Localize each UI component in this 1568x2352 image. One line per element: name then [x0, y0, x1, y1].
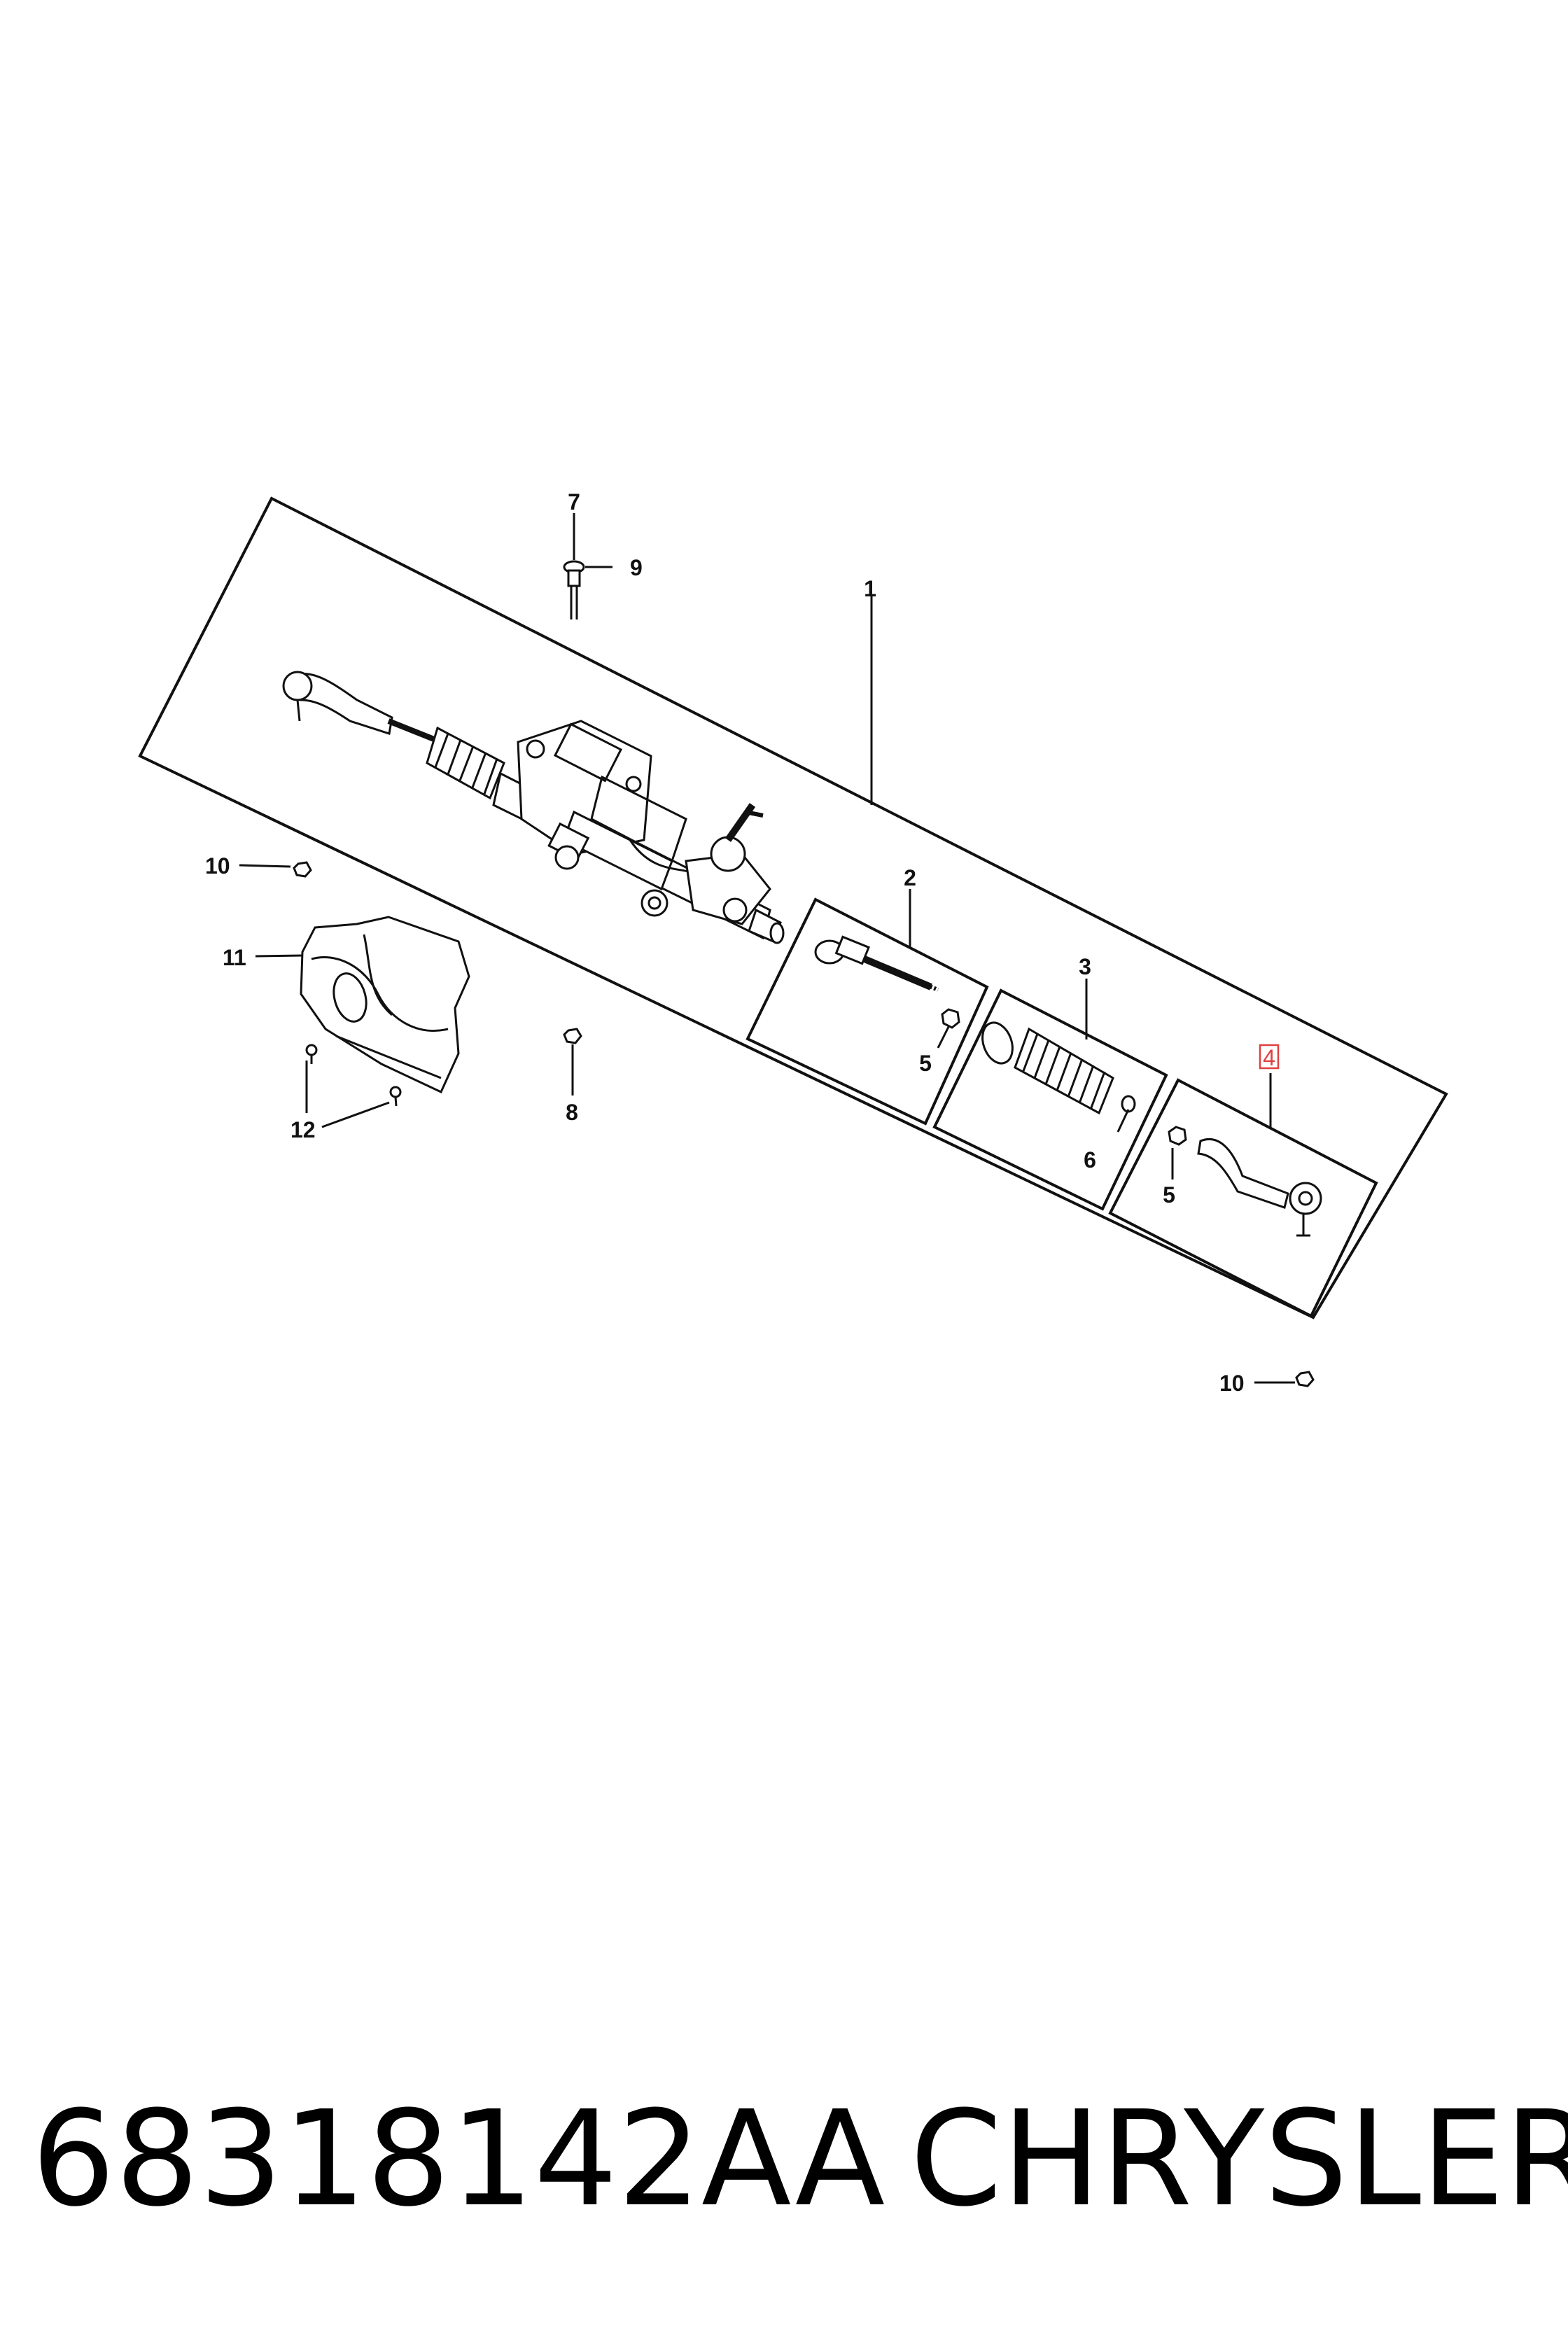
callout-4-highlight	[1259, 1044, 1280, 1070]
callout-10-b: 10	[1219, 1371, 1245, 1396]
heat-shield	[300, 916, 470, 1094]
callout-1: 1	[864, 576, 876, 601]
callout-8: 8	[566, 1100, 578, 1125]
callout-10-a: 10	[205, 853, 230, 878]
callout-2: 2	[904, 865, 916, 890]
callout-labels: 1 2 3 4 5 5 6 7 8 9 10 10 11 12	[205, 489, 1280, 1396]
inner-tie-rod-box	[746, 897, 989, 1126]
callout-12: 12	[290, 1117, 316, 1142]
brand-name: CHRYSLER	[910, 2082, 1568, 2236]
callout-11: 11	[223, 945, 246, 970]
callout-6: 6	[1084, 1147, 1096, 1172]
screw-part-12-a	[305, 1044, 318, 1064]
nut-part-5-a	[941, 1008, 960, 1029]
callout-3: 3	[1079, 954, 1091, 979]
screw-part-12-b	[389, 1086, 402, 1107]
inner-tie-rod	[814, 935, 939, 992]
callout-7: 7	[568, 489, 580, 514]
part-number: 68318142AA	[31, 2082, 886, 2236]
nut-part-10-a	[293, 861, 312, 878]
boot-kit-box	[932, 988, 1168, 1211]
nut-part-10-b	[1295, 1371, 1315, 1387]
bolt-part-7	[563, 560, 585, 620]
leader-lines	[239, 513, 1295, 1384]
boot-kit	[981, 1021, 1136, 1115]
nut-part-8	[563, 1028, 582, 1044]
assembly-frame	[138, 496, 1448, 1320]
callout-4: 4	[1263, 1045, 1275, 1070]
outer-tie-rod-box	[1108, 1078, 1378, 1318]
callout-9: 9	[630, 555, 643, 580]
callout-5-b: 5	[1163, 1182, 1175, 1208]
steering-gear	[282, 671, 785, 944]
callout-5-a: 5	[919, 1051, 932, 1076]
outer-tie-rod-end	[1168, 1126, 1322, 1237]
